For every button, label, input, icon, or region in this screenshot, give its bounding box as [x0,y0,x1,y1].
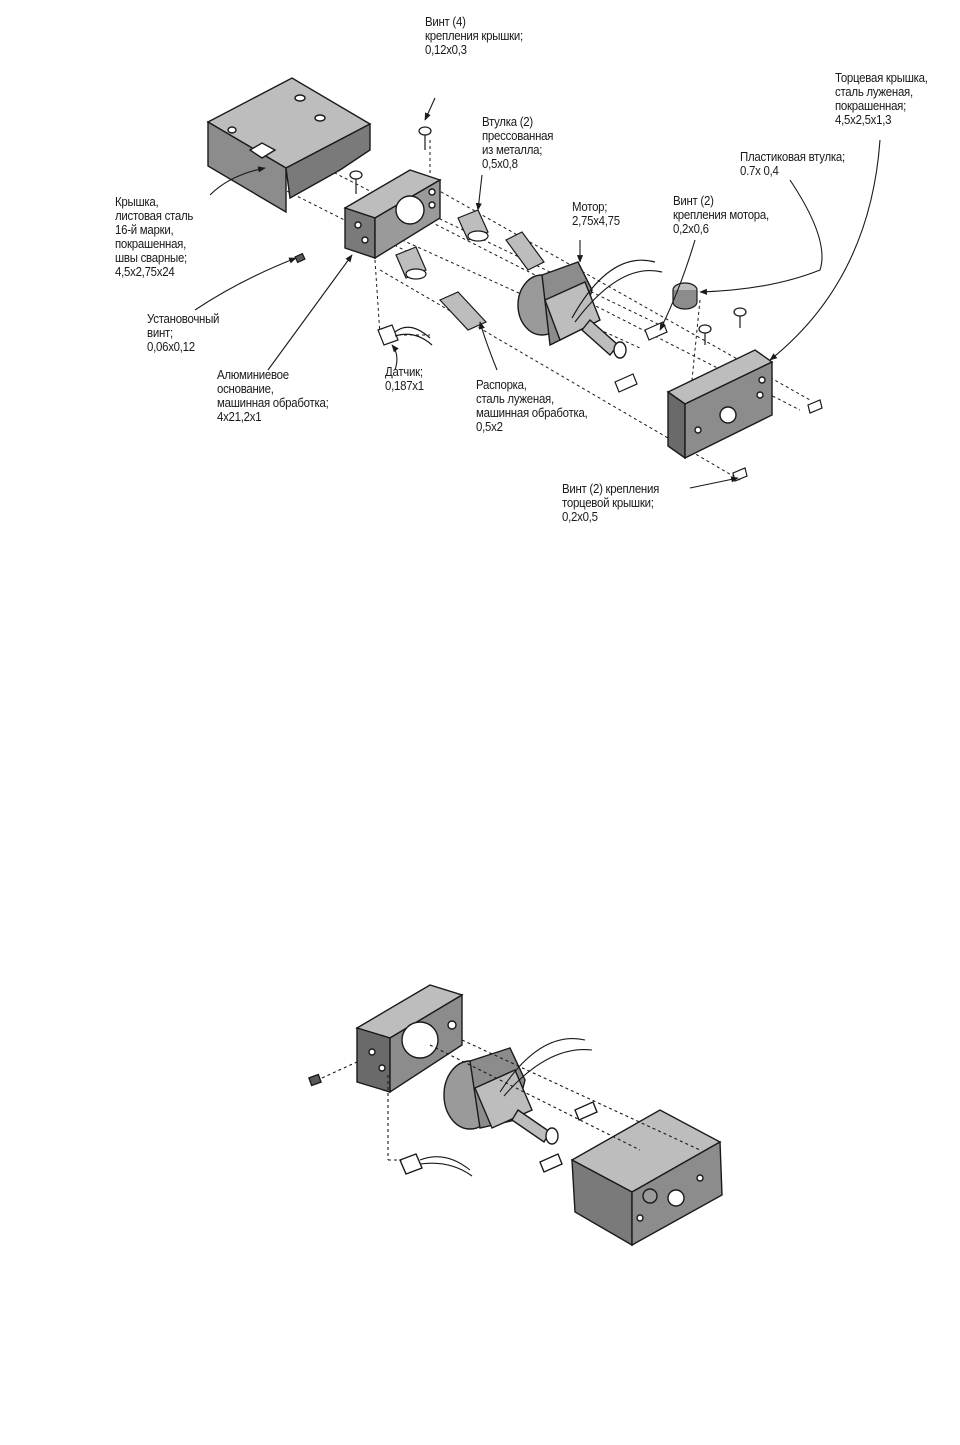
leader-lines [194,97,881,489]
callout-line: 0,2x0,5 [562,509,598,524]
callout-line: Торцевая крышка, [835,70,928,85]
plastic-bushing-part [672,282,698,310]
cover-part [206,77,372,214]
callout-line: 4x21,2x1 [217,409,262,424]
callout-plastic-bushing: Пластиковая втулка; 0.7x 0,4 [740,150,845,178]
callout-line: машинная обработка; [217,395,329,410]
callout-line: 0,5x2 [476,419,503,434]
cover-screw-top [418,126,432,150]
callout-line: торцевой крышки; [562,495,654,510]
callout-line: винт; [147,325,173,340]
callout-line: 16-й марки, [115,222,174,237]
callout-motor: Мотор; 2,75x4,75 [572,200,620,228]
callout-sensor: Датчик; 0,187x1 [385,365,424,393]
callout-line: Крышка, [115,194,159,209]
callout-line: основание, [217,381,274,396]
callout-line: 0,5x0,8 [482,156,518,171]
callout-line: 0,06x0,12 [147,339,195,354]
callout-line: Распорка, [476,377,527,392]
callout-base: Алюминиевое основание, машинная обработк… [217,367,329,424]
callout-line: 4,5x2,75x24 [115,264,175,279]
callout-line: покрашенная, [115,236,187,251]
callout-line: 0,2x0,6 [673,221,709,236]
assembled-wires-and-axes [321,1038,701,1177]
sensor-part [377,324,433,346]
callout-line: сталь луженая, [835,84,913,99]
motor-part [517,259,663,359]
callout-line: Винт (4) [425,14,466,29]
end-cap-top-screws [698,307,747,345]
callout-line: 0,12x0,3 [425,42,467,57]
callout-line: Алюминиевое [217,367,289,382]
callout-set-screw: Установочный винт; 0,06x0,12 [147,312,219,354]
callout-end-cap: Торцевая крышка, сталь луженая, покрашен… [835,71,928,127]
end-cap-part [666,349,774,460]
callout-cover-screw: Винт (4) крепления крышки; 0,12x0,3 [425,15,523,57]
callout-line: крепления мотора, [673,207,769,222]
callout-line: из металла; [482,142,543,157]
callout-end-cap-screw: Винт (2) крепления торцевой крышки; 0,2x… [562,482,659,524]
callout-line: 0,187x1 [385,378,424,393]
callout-line: Мотор; [572,199,608,214]
callout-line: Втулка (2) [482,114,533,129]
callout-line: швы сварные; [115,250,187,265]
callout-spacer: Распорка, сталь луженая, машинная обрабо… [476,377,588,434]
callout-cover: Крышка, листовая сталь 16-й марки, покра… [115,195,193,279]
callout-line: Датчик; [385,364,423,379]
callout-line: 4,5x2,5x1,3 [835,112,892,127]
base-part [343,169,442,260]
callout-line: сталь луженая, [476,391,554,406]
callout-motor-screw: Винт (2) крепления мотора, 0,2x0,6 [673,194,769,236]
callout-line: 0.7x 0,4 [740,163,779,178]
callout-line: покрашенная; [835,98,907,113]
callout-line: прессованная [482,128,554,143]
bushing-parts [395,209,545,331]
callout-line: Винт (2) крепления [562,481,660,496]
callout-line: машинная обработка, [476,405,588,420]
cover-screw-left [349,170,363,194]
callout-line: крепления крышки; [425,28,523,43]
set-screw-part [294,252,306,264]
assembled-view-drawing [308,984,723,1247]
callout-bushing: Втулка (2) прессованная из металла; 0,5x… [482,115,553,171]
callout-line: листовая сталь [115,208,194,223]
callout-line: Установочный [147,311,220,326]
callout-line: Винт (2) [673,193,714,208]
callout-line: 2,75x4,75 [572,213,620,228]
callout-line: Пластиковая втулка; [740,149,845,164]
